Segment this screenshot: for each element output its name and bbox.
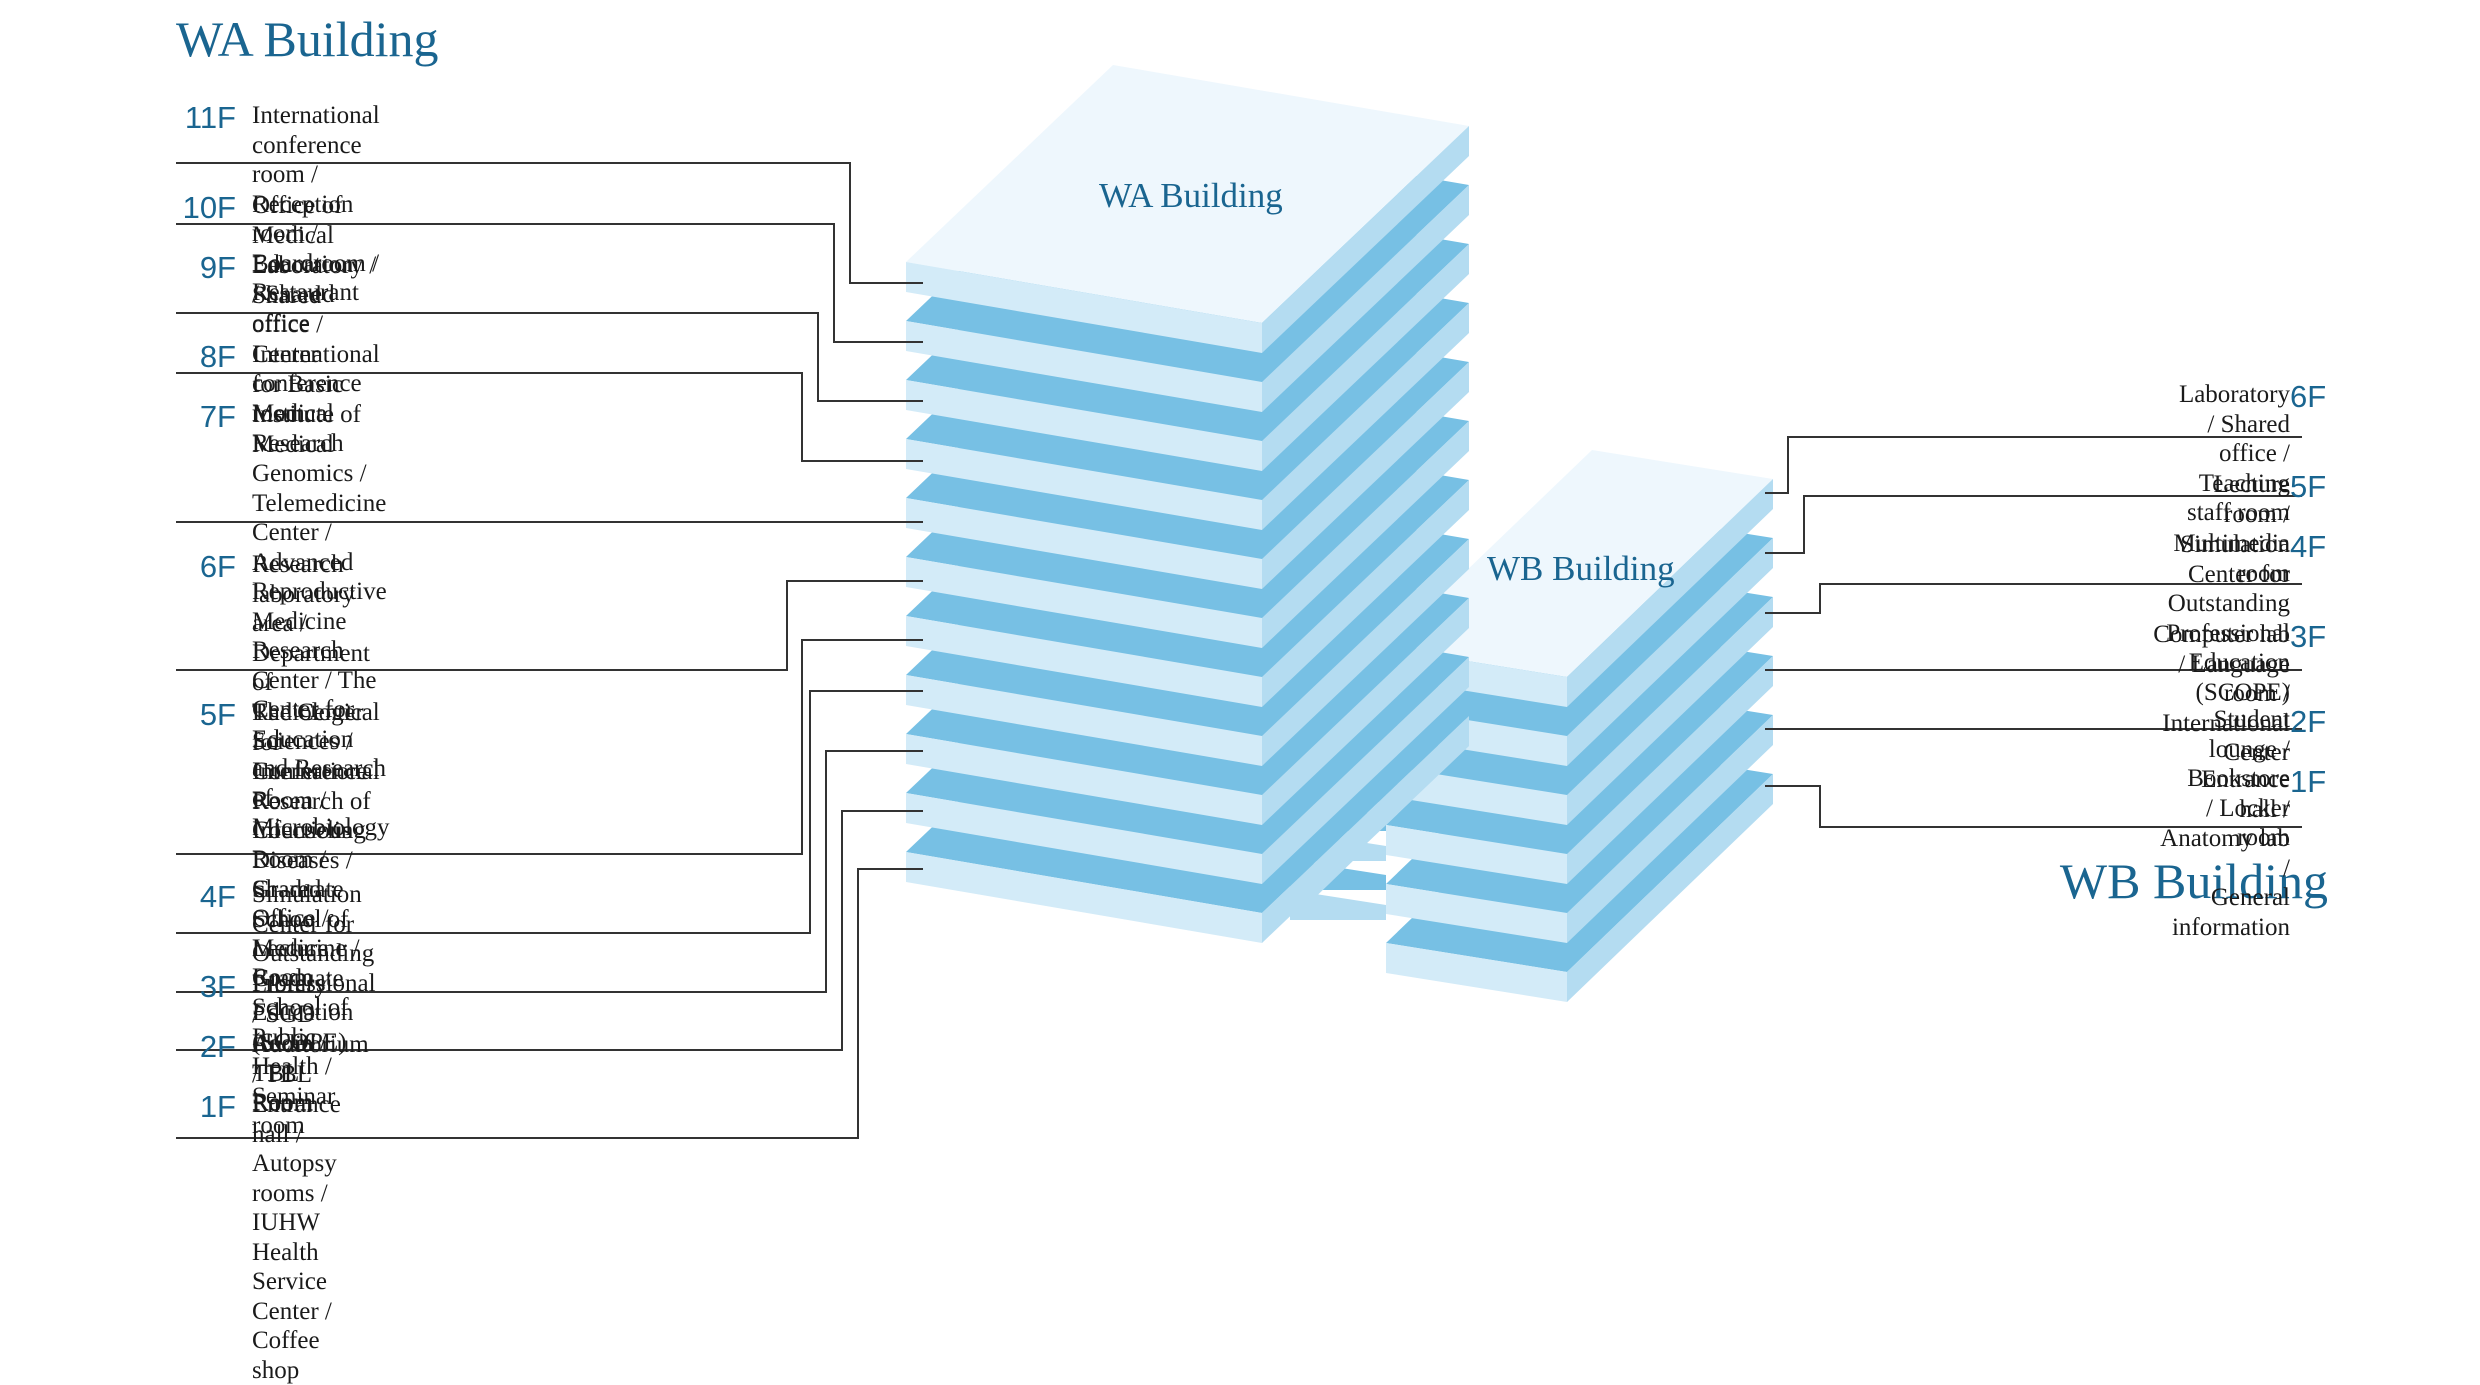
wa-building-title: WA Building: [176, 11, 439, 67]
wa-slab-side: [1262, 303, 1469, 530]
leader-line: [1765, 495, 2302, 554]
building-diagram: [176, 65, 2302, 1139]
leader-line: [1765, 583, 2302, 614]
wa-slab-side: [1262, 598, 1469, 825]
wb-slab-side: [1567, 774, 1773, 1002]
leader-line: [176, 580, 923, 671]
floor-description: Institute of Medical Genomics / Telemedi…: [252, 401, 390, 841]
floor-description: Computer lab / Language room / Internati…: [2153, 621, 2290, 766]
wb-roof: [1386, 450, 1773, 677]
floor-description: Auditorium / TBL Room: [252, 1031, 369, 1117]
leader-line: [1765, 785, 2302, 828]
wa-slab-side: [1262, 185, 1469, 412]
floor-number: 10F: [182, 190, 236, 225]
floor-description: Simulation Center for Outstanding Profes…: [252, 881, 376, 1056]
leader-line: [176, 690, 923, 934]
wa-slab-front: [906, 852, 1262, 943]
wb-slab-side: [1567, 538, 1773, 766]
floor-number: 6F: [199, 549, 236, 584]
floor-description: Laboratory / Shared office / Teaching st…: [2178, 381, 2290, 526]
leader-lines: [176, 162, 2302, 1139]
wa-slab-front: [906, 675, 1262, 766]
wa-slab-side: [1262, 244, 1469, 471]
floor-number: 6F: [2290, 379, 2327, 414]
leader-line: [176, 750, 923, 993]
floor-number: 9F: [199, 250, 236, 285]
floor-number: 2F: [2290, 704, 2327, 739]
wa-slab-side: [1262, 539, 1469, 766]
leader-line: [176, 312, 923, 402]
wa-roof-label: WA Building: [1099, 176, 1283, 215]
wa-slab-front: [906, 380, 1262, 471]
wa-slab-front: [906, 616, 1262, 707]
wb-slab-side: [1567, 656, 1773, 884]
wb-building-title: WB Building: [2059, 853, 2328, 909]
leader-line: [176, 223, 923, 343]
floor-description: Library / SGD Room / TBL Room: [252, 971, 327, 1116]
leader-line: [1765, 436, 2302, 494]
wb-slab-side: [1567, 597, 1773, 825]
wa-slab-front: [906, 262, 1262, 353]
wa-building-illustration: [906, 65, 1469, 943]
floor-description: Research laboratory area / Department of…: [252, 551, 380, 991]
floor-description: Center for Basic Medical Research: [252, 341, 344, 457]
floor-description: International conference room / Receptio…: [252, 102, 380, 306]
wa-slab-side: [1262, 421, 1469, 648]
floor-description: Entrance hall / Anatomy lab / General in…: [2160, 766, 2290, 941]
wa-slab-front: [906, 734, 1262, 825]
wa-slab-front: [906, 793, 1262, 884]
leader-line: [176, 372, 923, 462]
floor-number: 3F: [199, 969, 236, 1004]
wb-slab-side: [1567, 479, 1773, 707]
leader-line: [176, 810, 923, 1051]
leader-line: [176, 639, 923, 855]
wa-slab-front: [906, 321, 1262, 412]
floor-description: Lecture room / Multimedia room: [2173, 471, 2290, 587]
wb-slab-side: [1567, 715, 1773, 943]
wa-slab-side: [1262, 126, 1469, 353]
floor-description: Laboratory / Shared office / Internation…: [252, 252, 380, 427]
wa-slab-side: [1262, 480, 1469, 707]
wa-slab-side: [1262, 657, 1469, 884]
floor-number: 5F: [199, 697, 236, 732]
wa-slab-front: [906, 498, 1262, 589]
wa-roof: [906, 65, 1469, 323]
floor-description: Student lounge / Bookstore / Locker room: [2187, 706, 2290, 851]
floor-description: Entrance hall / Autopsy rooms / IUHW Hea…: [252, 1091, 341, 1384]
floor-number: 8F: [199, 339, 236, 374]
floor-description: Office of Medical Education / Shared off…: [252, 192, 354, 337]
floor-number: 1F: [2290, 764, 2327, 799]
floor-number: 7F: [199, 399, 236, 434]
leader-line: [176, 868, 923, 1139]
wb-slab-front: [1386, 943, 1567, 1002]
leader-line: [176, 162, 923, 284]
floor-number: 5F: [2290, 469, 2327, 504]
floor-number: 4F: [199, 879, 236, 914]
wb-slab-front: [1386, 825, 1567, 884]
floor-number: 2F: [199, 1029, 236, 1064]
floor-number: 3F: [2290, 619, 2327, 654]
wa-slab-side: [1262, 716, 1469, 943]
floor-number: 11F: [184, 100, 236, 135]
floor-number: 4F: [2290, 529, 2327, 564]
wb-slab-front: [1386, 884, 1567, 943]
wa-slab-side: [1262, 362, 1469, 589]
floor-number: 1F: [199, 1089, 236, 1124]
wb-roof-label: WB Building: [1487, 549, 1675, 588]
floor-description: The Center for International Research of…: [252, 699, 380, 1139]
floor-description: Simulation Center for Outstanding Profes…: [2166, 531, 2290, 706]
wa-slab-front: [906, 439, 1262, 530]
wa-slab-front: [906, 557, 1262, 648]
